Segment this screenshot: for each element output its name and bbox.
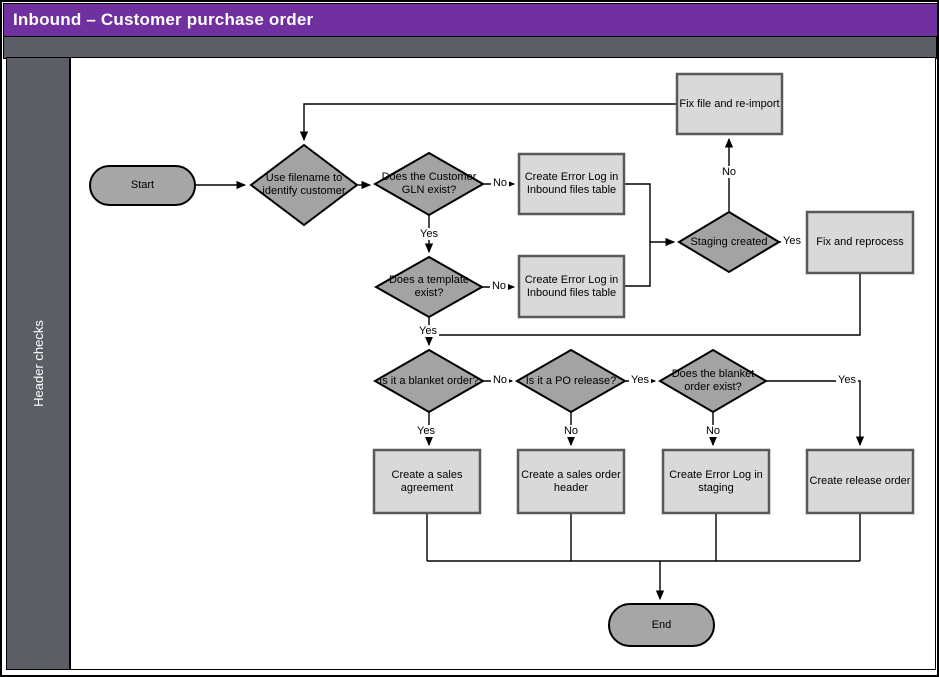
decision-template-exists: [373, 255, 485, 319]
process-error-log-inbound-2: [517, 254, 626, 319]
process-create-sales-agreement: [372, 448, 482, 515]
process-create-release-order: [805, 448, 915, 515]
process-create-error-log-staging: [661, 448, 771, 515]
decision-use-filename: [249, 143, 359, 227]
process-fix-and-reprocess: [805, 210, 915, 275]
edge-reimport-to-filename: [299, 103, 677, 142]
start-node: [89, 165, 196, 206]
diagram-title-bar: Inbound – Customer purchase order: [3, 3, 937, 37]
edge-reprocess-return-to-yes-junction: [429, 273, 861, 336]
process-create-sales-order-header: [516, 448, 626, 515]
process-error-log-inbound-1: [517, 152, 626, 216]
decision-blanket-order: [372, 348, 486, 414]
edge-error1-to-merge: [624, 183, 651, 242]
decision-staging-created: [677, 210, 781, 274]
edge-bottom-merge: [426, 513, 861, 562]
decision-po-release: [514, 348, 628, 414]
end-node: [608, 603, 715, 647]
decision-blanket-order-exists: [658, 348, 768, 414]
diagram-canvas: [70, 57, 936, 670]
diagram-title: Inbound – Customer purchase order: [13, 10, 314, 29]
process-fix-file-reimport: [675, 72, 784, 136]
edge-error2-merge-to-staging: [624, 237, 676, 287]
swimlane-header-checks: Header checks: [6, 57, 70, 670]
edge-blanket-exists-yes-to-release: [766, 380, 865, 447]
decision-customer-gln: [372, 151, 486, 217]
